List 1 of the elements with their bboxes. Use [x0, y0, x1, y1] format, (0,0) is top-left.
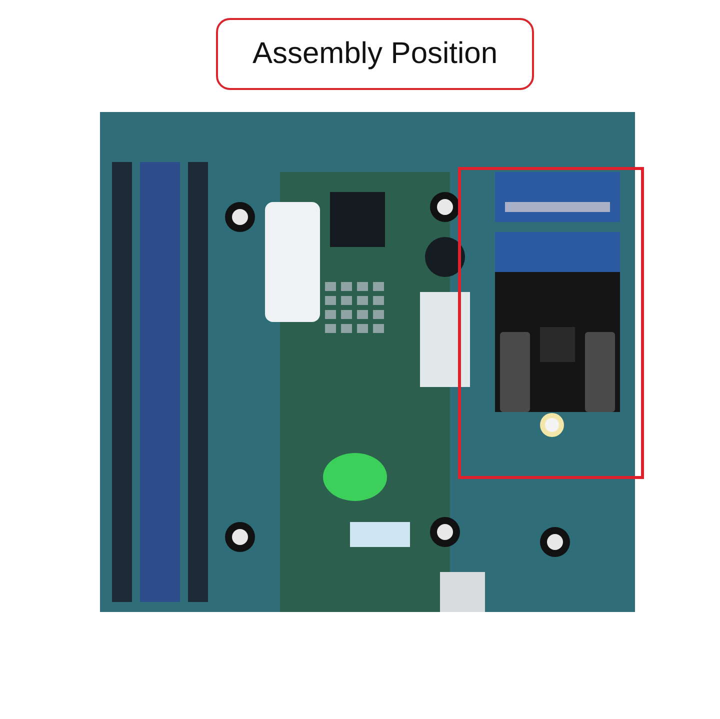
title: Assembly Position	[216, 18, 534, 90]
